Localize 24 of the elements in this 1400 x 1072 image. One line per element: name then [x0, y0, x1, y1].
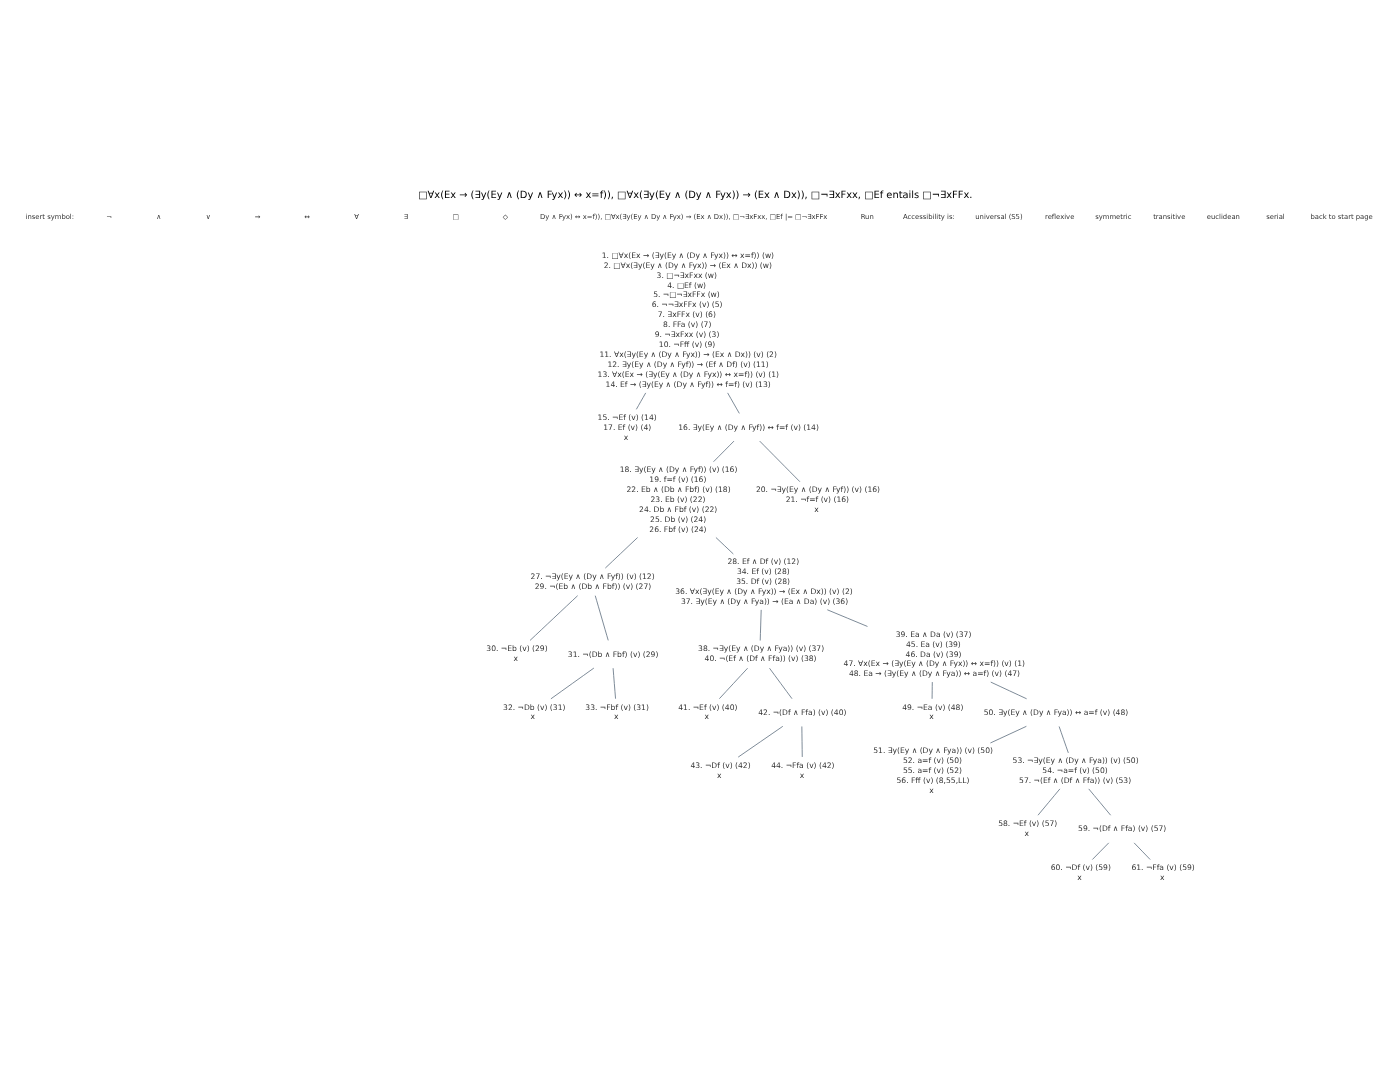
connector	[713, 439, 735, 462]
connector	[604, 536, 638, 568]
connector	[759, 608, 762, 640]
connector	[1133, 841, 1151, 859]
connector	[769, 666, 793, 699]
connector	[1037, 787, 1061, 815]
connector	[1088, 787, 1112, 815]
connector	[594, 594, 609, 640]
connector	[635, 391, 647, 409]
connector	[529, 594, 578, 640]
connector	[1058, 725, 1069, 753]
connector	[931, 680, 933, 699]
connector	[550, 666, 595, 699]
connector	[826, 608, 868, 626]
connector	[759, 439, 801, 482]
connector	[990, 724, 1027, 743]
connector	[715, 536, 734, 554]
connector	[719, 666, 748, 699]
connector	[737, 724, 784, 757]
connector	[1092, 841, 1110, 859]
connector	[990, 680, 1027, 699]
connector	[727, 391, 740, 413]
connector	[801, 725, 803, 757]
connector	[612, 666, 616, 699]
